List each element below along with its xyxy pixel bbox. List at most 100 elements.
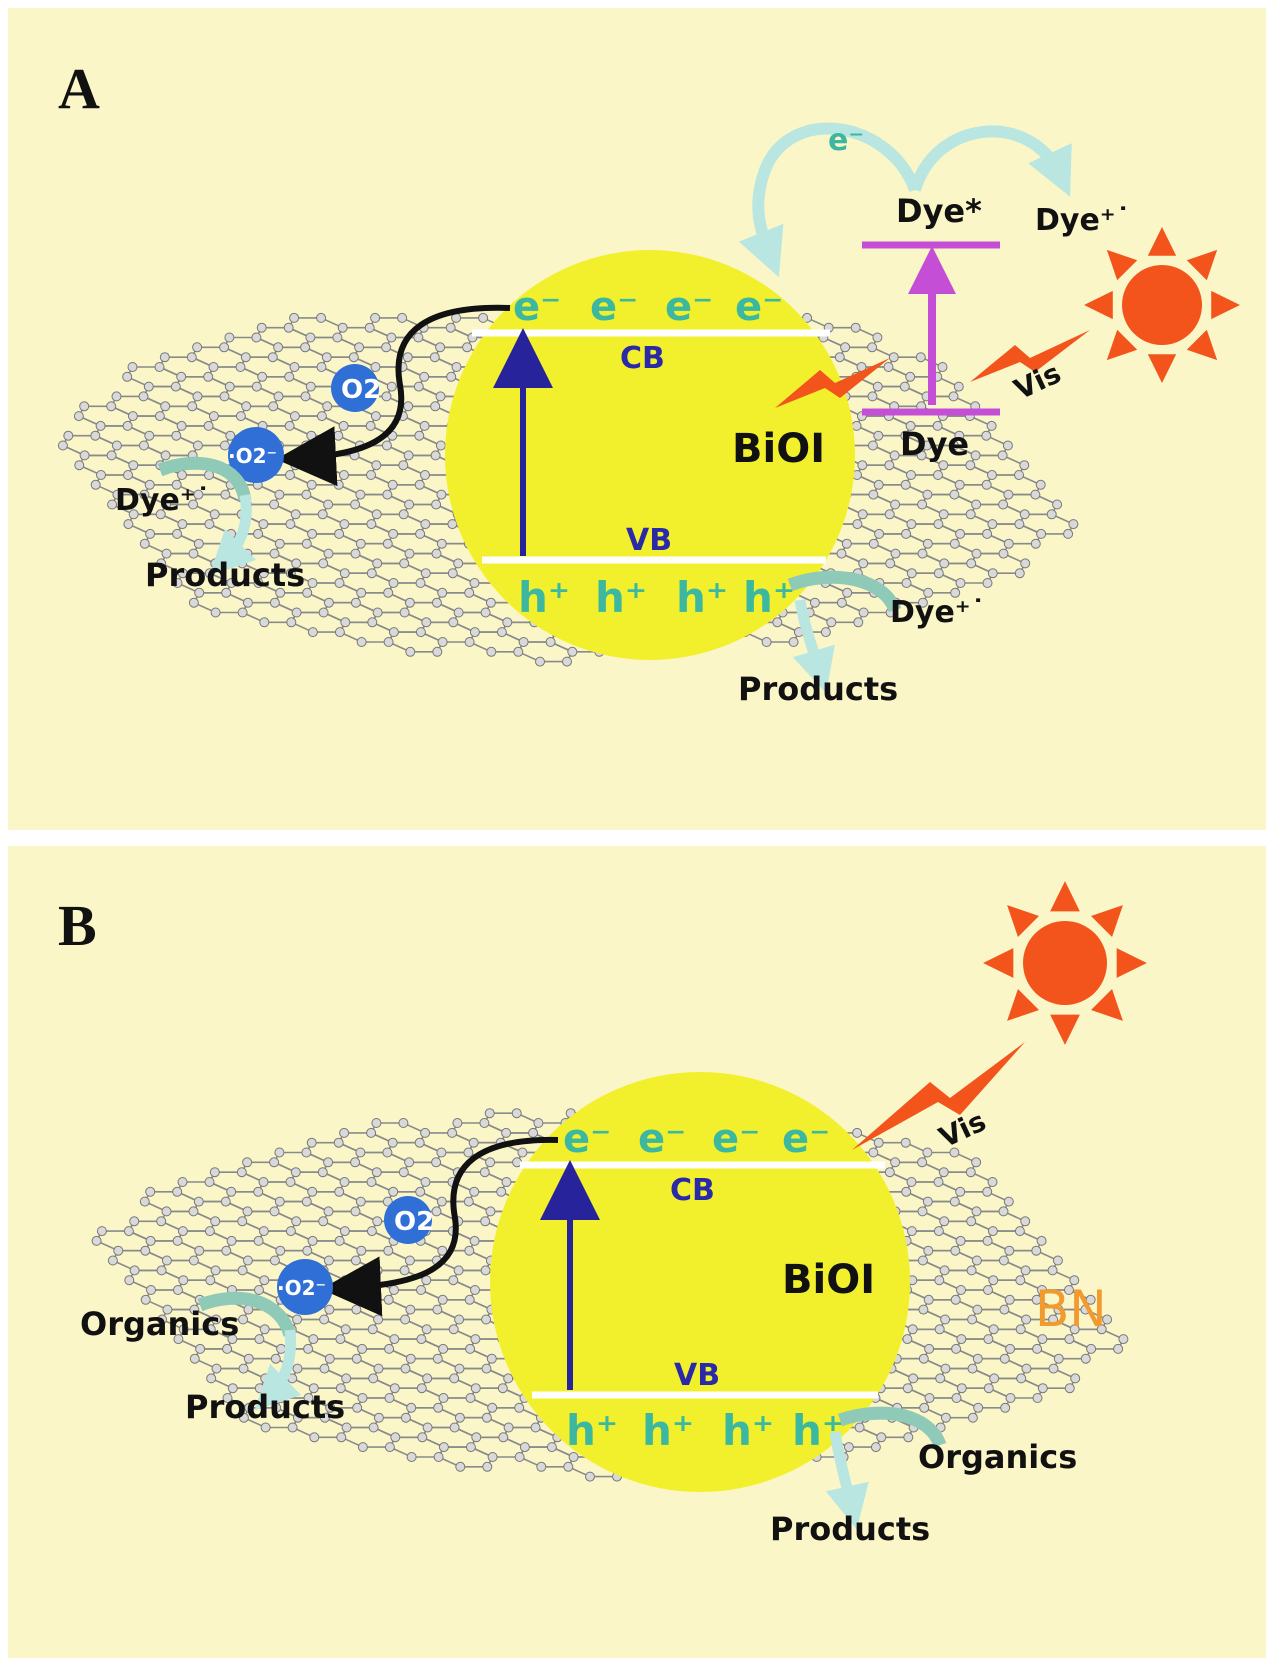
electron-1: e⁻ — [563, 1116, 611, 1162]
degradation-arrow-left — [157, 456, 252, 502]
lattice-atom — [432, 1304, 443, 1315]
lattice-atom — [259, 617, 270, 628]
lattice-atom — [1004, 1294, 1015, 1305]
lattice-atom — [339, 1127, 350, 1138]
lattice-atom — [253, 578, 264, 588]
lattice-atom — [405, 1353, 416, 1364]
lattice-atom — [338, 420, 349, 431]
lattice-atom — [983, 1334, 994, 1345]
lattice-atom — [274, 1196, 285, 1207]
lattice-atom — [956, 1285, 966, 1295]
sun-ray — [1211, 290, 1240, 320]
sun-icon — [983, 881, 1147, 1045]
lattice-atom — [398, 1167, 409, 1178]
lattice-atom — [562, 656, 572, 667]
lattice-atom — [448, 1275, 459, 1286]
lattice-atom — [285, 470, 295, 480]
lattice-atom — [316, 362, 327, 372]
lattice-atom — [982, 1186, 993, 1197]
lattice-atom — [236, 1167, 247, 1178]
lattice-atom — [384, 1343, 395, 1354]
lattice-atom — [496, 1186, 507, 1197]
lattice-atom — [356, 637, 367, 647]
lattice-atom — [949, 538, 960, 549]
lattice-atom — [419, 371, 430, 382]
electron-2: e⁻ — [638, 1116, 686, 1162]
lattice-atom — [935, 1373, 946, 1384]
lattice-atom — [915, 352, 926, 363]
lattice-atom — [205, 1275, 216, 1286]
lattice-atom — [1052, 1255, 1063, 1266]
lattice-atom — [481, 1314, 492, 1325]
lattice-atom — [382, 1147, 393, 1158]
lattice-atom — [123, 1226, 134, 1237]
lattice-atom — [417, 1432, 428, 1443]
lattice-atom — [903, 1432, 914, 1443]
lattice-atom — [227, 1383, 238, 1394]
products-right: Products — [770, 1510, 930, 1548]
bioi-label: BiOI — [782, 1257, 875, 1303]
lattice-atom — [536, 1461, 547, 1472]
lattice-atom — [170, 381, 181, 392]
lattice-atom — [421, 1324, 432, 1335]
bioi-particle-b — [490, 1072, 910, 1492]
lattice-atom — [371, 1118, 382, 1128]
sun-ray — [1116, 948, 1147, 978]
lattice-atom — [924, 1343, 935, 1354]
lattice-atom — [934, 1275, 945, 1286]
lattice-atom — [275, 587, 286, 598]
lattice-atom — [921, 440, 932, 451]
lattice-atom — [193, 489, 204, 500]
lattice-atom — [484, 1108, 495, 1119]
products-left: Products — [145, 556, 305, 594]
lattice-atom — [1036, 1235, 1047, 1246]
lattice-atom — [317, 460, 328, 471]
lattice-atom — [948, 440, 959, 451]
hole-2: h⁺ — [642, 1406, 694, 1455]
lattice-atom — [463, 1147, 474, 1158]
lattice-atom — [242, 1157, 253, 1168]
lattice-atom — [971, 499, 982, 510]
lattice-atom — [235, 411, 246, 422]
lattice-atom — [965, 1167, 976, 1178]
lattice-atom — [955, 578, 966, 588]
lattice-atom — [334, 1186, 345, 1197]
lattice-atom — [124, 1275, 135, 1286]
lattice-atom — [322, 401, 333, 412]
lattice-atom — [406, 1452, 417, 1462]
sun-ray — [1084, 290, 1113, 320]
lattice-atom — [111, 440, 122, 451]
lattice-atom — [469, 1235, 480, 1246]
lattice-atom — [469, 578, 480, 588]
lattice-atom — [258, 519, 269, 530]
lattice-atom — [404, 1157, 415, 1168]
lattice-atom — [1085, 1294, 1096, 1305]
lattice-atom — [906, 568, 917, 579]
lattice-atom — [954, 479, 965, 490]
lattice-atom — [436, 1147, 447, 1158]
lattice-atom — [273, 391, 284, 402]
lattice-atom — [917, 548, 928, 559]
lattice-atom — [221, 1245, 232, 1256]
superoxide-radical — [277, 1259, 333, 1315]
lattice-atom — [112, 489, 123, 500]
lattice-atom — [219, 342, 230, 353]
lattice-atom — [406, 1402, 417, 1413]
lattice-atom — [145, 528, 156, 539]
lattice-atom — [1053, 1353, 1064, 1364]
lattice-atom — [449, 1422, 460, 1433]
lattice-atom — [178, 1324, 189, 1335]
lattice-atom — [372, 1265, 383, 1276]
lattice-atom — [383, 587, 394, 598]
lattice-atom — [1048, 1363, 1059, 1374]
lattice-atom — [873, 430, 884, 441]
lattice-atom — [270, 1353, 281, 1364]
lightning-icon — [775, 358, 890, 408]
lattice-atom — [350, 597, 361, 608]
lattice-atom — [937, 362, 948, 372]
lattice-atom — [462, 342, 473, 353]
lattice-atom — [177, 470, 187, 480]
lattice-atom — [468, 1137, 479, 1148]
lattice-atom — [1069, 1275, 1080, 1286]
lattice-atom — [127, 411, 138, 422]
